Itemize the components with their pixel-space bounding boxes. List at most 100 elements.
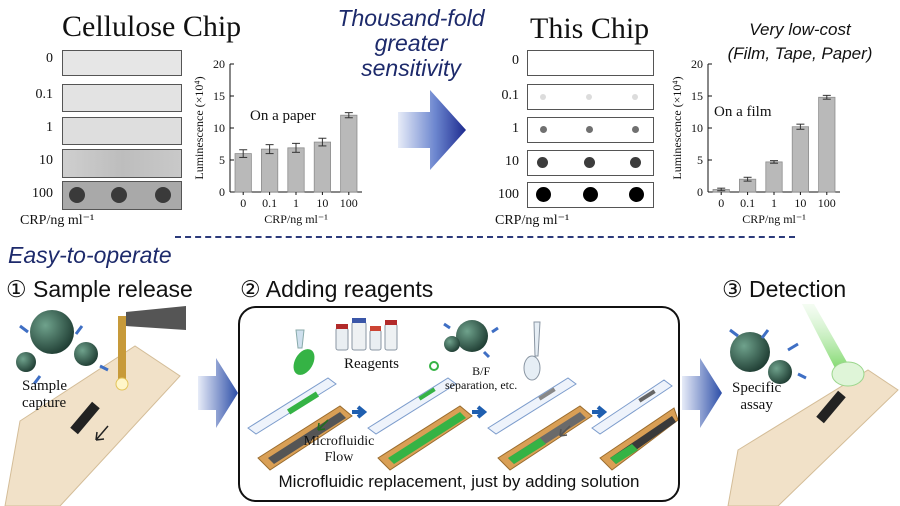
y-tick-label: 10 [691, 121, 703, 135]
antibody-icon [19, 324, 109, 385]
spot [69, 187, 85, 203]
bar [313, 141, 331, 193]
x-tick-label: 0.1 [262, 196, 277, 210]
step-detection: ③ Detection [722, 276, 847, 302]
y-tick-label: 5 [219, 153, 225, 167]
chip-base [4, 345, 181, 506]
x-tick-label: 0.1 [740, 196, 755, 210]
x-axis-label: CRP/ng ml⁻¹ [264, 212, 328, 226]
spot [630, 157, 641, 168]
film-strip [527, 50, 654, 76]
film-strip [527, 117, 654, 143]
label-line: Microfluidic [303, 434, 375, 449]
handle-icon [126, 306, 186, 330]
label-line: Specific [732, 380, 782, 396]
bar [765, 161, 783, 193]
strip-label: 100 [498, 187, 519, 202]
x-tick-label: 1 [293, 196, 299, 210]
label-line: Flow [324, 450, 354, 465]
label-line: assay [740, 397, 773, 413]
section-title: Easy-to-operate [8, 242, 172, 268]
pipette-stem [118, 316, 126, 386]
virus-cluster-icon [443, 320, 541, 381]
chart-annotation: On a paper [250, 108, 316, 124]
spot [537, 157, 548, 168]
step-arrow-icon [682, 358, 722, 428]
section-divider [175, 236, 795, 238]
label-line: separation, etc. [445, 378, 518, 392]
y-tick-label: 5 [697, 153, 703, 167]
strip-label: 100 [32, 186, 53, 201]
cellulose-strip [62, 50, 182, 76]
virus-particle-icon [768, 360, 792, 384]
arrow-icon [95, 425, 109, 441]
cellulose-strip [62, 149, 182, 178]
bar [234, 153, 252, 193]
reagent-bottles-icon [335, 318, 398, 351]
x-tick-label: 10 [316, 196, 328, 210]
x-tick-label: 0 [718, 196, 724, 210]
light-beam-icon [802, 304, 848, 370]
y-tick-label: 15 [691, 89, 703, 103]
reagents-label: Reagents [344, 356, 399, 372]
flow-arrow-icon [592, 405, 608, 419]
headline-line: sensitivity [361, 55, 461, 81]
step-adding-reagents: ② Adding reagents [240, 276, 434, 302]
strip-label: 1 [512, 121, 519, 136]
spot [632, 94, 638, 100]
y-tick-label: 20 [691, 57, 703, 71]
reagent-flow-illustration [247, 318, 678, 471]
bf-separation-label: B/F separation, etc. [445, 364, 517, 392]
strip-label: 10 [39, 153, 53, 168]
chip-stage-3 [487, 377, 593, 471]
cost-line: Very low-cost [749, 20, 851, 39]
panel-caption: Microfluidic replacement, just by adding… [278, 472, 640, 491]
spot [629, 187, 644, 202]
step-arrow-icon [198, 358, 238, 428]
flow-arrow-icon [472, 405, 488, 419]
big-right-arrow-icon [398, 90, 466, 170]
y-axis-label: Luminescence (×10⁴) [670, 76, 684, 179]
specific-assay-label: Specific assay [732, 380, 781, 414]
chip-stage-2 [367, 361, 473, 471]
x-tick-label: 1 [771, 196, 777, 210]
virus-particle-icon [730, 332, 770, 372]
virus-particle-icon [30, 310, 74, 354]
spot [586, 94, 592, 100]
sensitivity-headline: Thousand-fold greater sensitivity [326, 6, 496, 81]
microfluidic-flow-label: Microfluidic Flow [294, 434, 384, 466]
label-line: Sample [22, 378, 67, 394]
spot [536, 187, 551, 202]
film-unit-label: CRP/ng ml⁻¹ [495, 213, 570, 228]
drop-icon [115, 377, 129, 391]
x-axis-label: CRP/ng ml⁻¹ [742, 212, 806, 226]
this-chip-title: This Chip [530, 12, 650, 45]
cellulose-unit-label: CRP/ng ml⁻¹ [20, 213, 95, 228]
film-strip [527, 150, 654, 176]
bar [791, 126, 809, 193]
x-tick-label: 0 [240, 196, 246, 210]
bar [818, 96, 836, 193]
strip-label: 1 [46, 120, 53, 135]
cellulose-strip [62, 84, 182, 112]
strip-label: 0 [512, 53, 519, 68]
step-sample-release: ① Sample release [6, 276, 193, 302]
x-tick-label: 10 [794, 196, 806, 210]
sample-release-illustration [4, 306, 186, 506]
cellulose-chip-title: Cellulose Chip [62, 10, 242, 43]
strip-label: 0.1 [35, 87, 54, 102]
strip-label: 0.1 [501, 88, 520, 103]
y-axis-label: Luminescence (×10⁴) [192, 76, 206, 179]
strip-label: 10 [505, 154, 519, 169]
spot [111, 187, 127, 203]
antibody-icon [729, 328, 807, 380]
chip-stage-1 [247, 329, 353, 471]
channel [816, 390, 846, 424]
spot [155, 187, 171, 203]
detection-illustration [727, 304, 899, 506]
label-line: B/F [472, 364, 491, 378]
film-strip [527, 182, 654, 208]
film-strip [527, 84, 654, 110]
low-cost-note: Very low-cost (Film, Tape, Paper) [700, 18, 900, 66]
